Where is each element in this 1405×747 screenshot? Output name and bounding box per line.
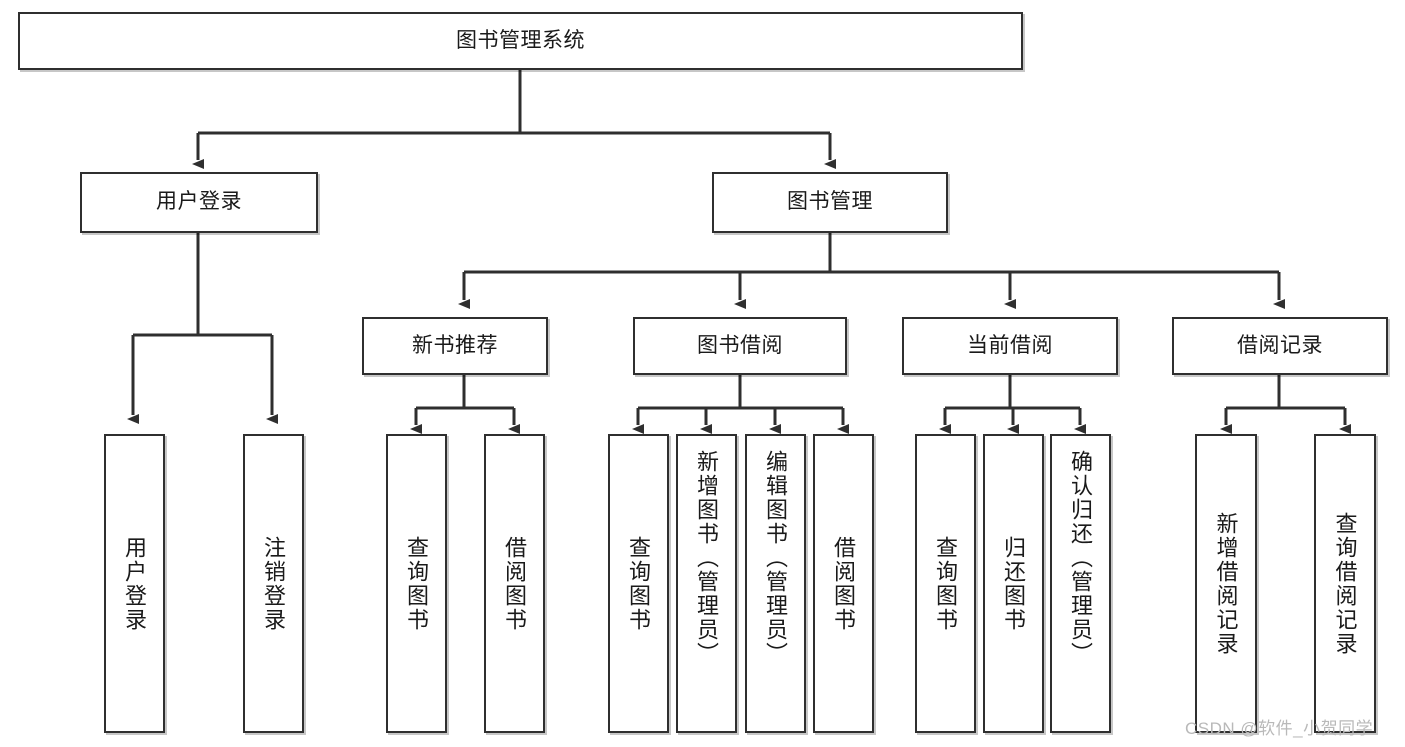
node-label: 用户登录 [156, 190, 242, 214]
leaf-logout[interactable]: 注销登录 [243, 434, 304, 733]
node-label: 查询图书 [626, 535, 652, 632]
node-label: 用户登录 [122, 535, 148, 632]
leaf-query-book-3[interactable]: 查询图书 [915, 434, 976, 733]
node-label: 归还图书 [1001, 535, 1027, 632]
node-label: 查询图书 [933, 535, 959, 632]
node-label: 图书借阅 [697, 333, 783, 357]
leaf-query-book-2[interactable]: 查询图书 [608, 434, 669, 733]
node-label: 查询图书 [404, 535, 430, 632]
leaf-query-record[interactable]: 查询借阅记录 [1314, 434, 1376, 733]
node-label: 新增借阅记录 [1213, 511, 1239, 656]
leaf-add-book[interactable]: 新增图书（管理员） [676, 434, 737, 733]
node-label: 新增图书（管理员） [694, 450, 720, 666]
node-label: 图书管理系统 [456, 28, 585, 52]
leaf-borrow-book-1[interactable]: 借阅图书 [484, 434, 545, 733]
node-book-manage[interactable]: 图书管理 [712, 172, 948, 233]
leaf-query-book-1[interactable]: 查询图书 [386, 434, 447, 733]
node-book-borrow[interactable]: 图书借阅 [633, 317, 847, 375]
csdn-watermark: CSDN @软件_小贺同学 [1185, 719, 1374, 738]
leaf-return-book[interactable]: 归还图书 [983, 434, 1044, 733]
node-label: 借阅图书 [831, 535, 857, 632]
node-label: 图书管理 [787, 190, 873, 214]
node-label: 查询借阅记录 [1332, 511, 1358, 656]
node-current-borrow[interactable]: 当前借阅 [902, 317, 1118, 375]
leaf-edit-book[interactable]: 编辑图书（管理员） [745, 434, 806, 733]
leaf-confirm-return[interactable]: 确认归还（管理员） [1050, 434, 1111, 733]
leaf-user-login[interactable]: 用户登录 [104, 434, 165, 733]
node-label: 新书推荐 [412, 333, 498, 357]
node-user-login[interactable]: 用户登录 [80, 172, 318, 233]
node-root[interactable]: 图书管理系统 [18, 12, 1023, 70]
node-label: 借阅记录 [1237, 333, 1323, 357]
node-label: 编辑图书（管理员） [763, 450, 789, 666]
node-borrow-record[interactable]: 借阅记录 [1172, 317, 1388, 375]
node-label: 注销登录 [261, 535, 287, 632]
node-label: 确认归还（管理员） [1068, 450, 1094, 666]
node-new-book-recommend[interactable]: 新书推荐 [362, 317, 548, 375]
leaf-borrow-book-2[interactable]: 借阅图书 [813, 434, 874, 733]
node-label: 当前借阅 [967, 333, 1053, 357]
node-label: 借阅图书 [502, 535, 528, 632]
leaf-add-record[interactable]: 新增借阅记录 [1195, 434, 1257, 733]
